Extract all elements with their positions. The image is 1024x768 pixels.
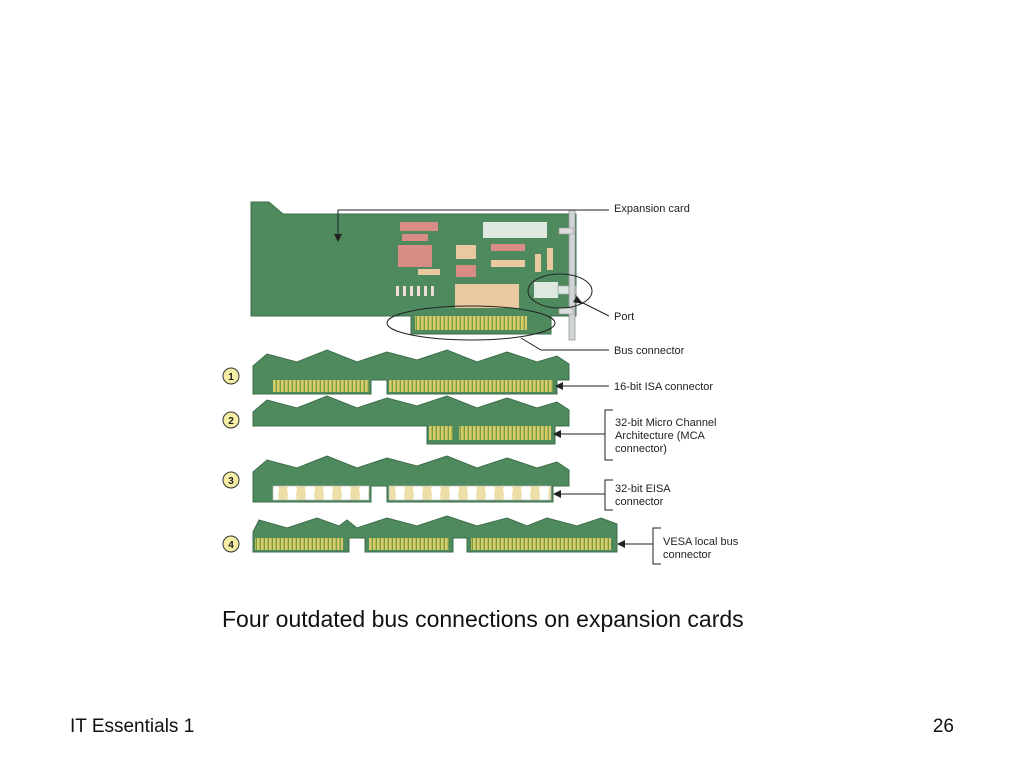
vesa-connector-card: 4 VESA local bus connector: [222, 515, 739, 565]
chip-component: [483, 222, 547, 238]
chip-component: [491, 260, 525, 267]
eisa-connector-label-line1: 32-bit EISA: [615, 483, 671, 495]
bus-connector-contacts: [415, 316, 527, 330]
mca-connector-label-line3: connector): [615, 443, 667, 455]
chip-component: [455, 284, 519, 308]
bus-connector-diagram: Expansion card Port Bus connector 1 16-b…: [221, 198, 751, 568]
expansion-card-label: Expansion card: [614, 203, 690, 215]
chip-component: [398, 245, 432, 267]
chip-component: [547, 248, 553, 270]
resistor-row: [396, 286, 434, 296]
chip-component: [535, 254, 541, 272]
connector-number: 1: [228, 372, 234, 383]
connector-number: 4: [228, 540, 234, 551]
chip-component: [402, 234, 428, 241]
number-badge: [222, 471, 240, 489]
mca-connector-card: 2 32-bit Micro Channel Architecture (MCA…: [222, 395, 717, 461]
mca-connector-label-line2: Architecture (MCA: [615, 430, 706, 442]
chip-component: [400, 222, 438, 231]
chip-component: [491, 244, 525, 251]
bracket-tab: [558, 227, 574, 235]
port-jack: [534, 282, 558, 298]
port-plug: [557, 285, 577, 295]
bus-connector-label: Bus connector: [614, 345, 685, 357]
isa-connector-label: 16-bit ISA connector: [614, 381, 713, 393]
footer-course-title: IT Essentials 1: [70, 716, 195, 737]
bracket-tab: [558, 307, 574, 315]
number-badge: [222, 411, 240, 429]
slide-number: 26: [932, 716, 954, 737]
number-badge: [222, 535, 240, 553]
chip-component: [418, 269, 440, 275]
vesa-connector-label-line1: VESA local bus: [663, 536, 739, 548]
eisa-connector-label-line2: connector: [615, 496, 664, 508]
isa-connector-card: 1 16-bit ISA connector: [222, 349, 713, 395]
vesa-connector-label-line2: connector: [663, 549, 712, 561]
figure-caption: Four outdated bus connections on expansi…: [222, 606, 744, 632]
chip-component: [456, 265, 476, 277]
callout-lines: [334, 209, 610, 351]
chip-component: [456, 245, 476, 259]
eisa-connector-card: 3 32-bit EISA connector: [222, 455, 671, 511]
connector-number: 2: [228, 416, 234, 427]
connector-number: 3: [228, 476, 234, 487]
mca-connector-label-line1: 32-bit Micro Channel: [615, 417, 717, 429]
expansion-card: [250, 201, 577, 341]
port-label: Port: [614, 311, 634, 323]
number-badge: [222, 367, 240, 385]
